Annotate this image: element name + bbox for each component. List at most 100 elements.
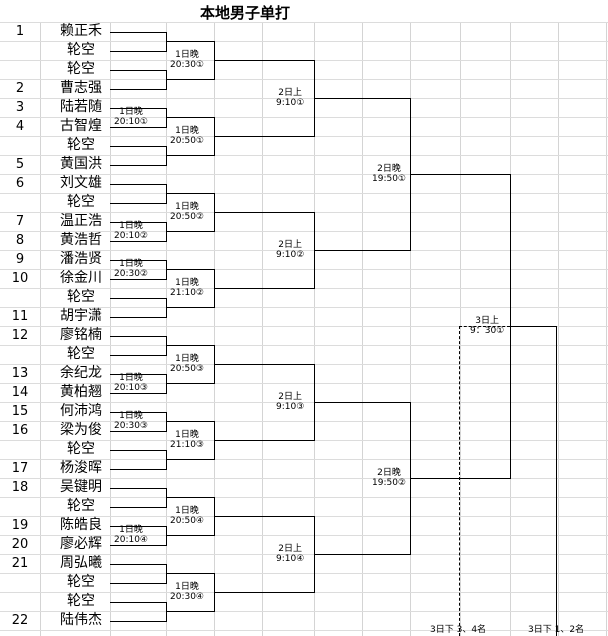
match-day-label: 1日晚 <box>175 506 199 516</box>
bracket-line <box>110 469 166 470</box>
bracket-line <box>214 60 314 61</box>
match-day-label: 2日晚 <box>377 468 401 478</box>
player-name: 轮空 <box>67 498 95 514</box>
bracket-line <box>110 564 166 565</box>
first-second-label: 3日下 1、2名 <box>528 625 585 635</box>
grid-column-line <box>362 22 363 636</box>
match-time-label: 19:50① <box>372 174 407 184</box>
grid-row-line <box>0 79 608 80</box>
player-name: 刘文雄 <box>60 175 102 191</box>
grid-row-line <box>0 459 608 460</box>
bracket-line <box>110 108 166 109</box>
match-time-label: 9：30① <box>470 326 505 336</box>
grid-row-line <box>0 554 608 555</box>
match-day-label: 1日晚 <box>119 259 143 269</box>
bracket-line <box>166 611 214 612</box>
match-day-label: 1日晚 <box>119 107 143 117</box>
bracket-line <box>510 326 556 327</box>
match-time-label: 20:10④ <box>114 535 149 545</box>
bracket-line <box>166 535 214 536</box>
grid-column-line <box>410 22 411 636</box>
player-name: 轮空 <box>67 289 95 305</box>
seed-number: 1 <box>15 24 25 39</box>
bracket-line <box>110 412 166 413</box>
match-time-label: 9:10④ <box>276 554 305 564</box>
match-day-label: 2日上 <box>278 544 302 554</box>
player-name: 廖铭楠 <box>60 327 102 343</box>
bracket-line <box>214 364 314 365</box>
player-name: 胡宇潇 <box>60 308 102 324</box>
grid-column-line <box>262 22 263 636</box>
match-time-label: 19:50② <box>372 478 407 488</box>
bracket-line <box>214 136 314 137</box>
grid-row-line <box>0 250 608 251</box>
match-day-label: 1日晚 <box>175 202 199 212</box>
match-day-label: 2日上 <box>278 392 302 402</box>
seed-number: 17 <box>11 461 29 476</box>
match-time-label: 20:50② <box>170 212 205 222</box>
match-time-label: 9:10② <box>276 250 305 260</box>
match-time-label: 21:10② <box>170 288 205 298</box>
bracket-line <box>166 222 167 242</box>
grid-row-line <box>0 383 608 384</box>
bracket-line <box>110 260 166 261</box>
grid-row-line <box>0 402 608 403</box>
player-name: 吴键明 <box>60 479 102 495</box>
grid-column-line <box>460 22 461 636</box>
bracket-line <box>110 279 166 280</box>
bracket-line <box>166 155 214 156</box>
grid-row-line <box>0 535 608 536</box>
bracket-line <box>110 70 166 71</box>
bracket-line <box>166 526 167 546</box>
player-name: 潘浩贤 <box>60 251 102 267</box>
bracket-line <box>110 32 166 33</box>
grid-row-line <box>0 117 608 118</box>
bracket-line <box>110 355 166 356</box>
player-name: 黄浩哲 <box>60 232 102 248</box>
match-day-label: 1日晚 <box>175 278 199 288</box>
match-time-label: 9:10① <box>276 98 305 108</box>
bracket-line <box>110 545 166 546</box>
seed-number: 21 <box>11 556 29 571</box>
seed-number: 3 <box>15 100 25 115</box>
bracket-line <box>110 165 166 166</box>
bracket-line <box>110 203 166 204</box>
match-day-label: 1日晚 <box>119 373 143 383</box>
match-time-label: 21:10③ <box>170 440 205 450</box>
bracket-line <box>166 383 214 384</box>
bracket-line <box>166 573 214 574</box>
bracket-line <box>314 402 410 403</box>
grid-row-line <box>0 174 608 175</box>
match-time-label: 20:10③ <box>114 383 149 393</box>
third-place-dashed-line <box>459 326 460 636</box>
match-day-label: 1日晚 <box>119 525 143 535</box>
grid-row-line <box>0 269 608 270</box>
bracket-line <box>166 459 214 460</box>
match-time-label: 20:50④ <box>170 516 205 526</box>
seed-number: 5 <box>15 157 25 172</box>
bracket-line <box>110 450 166 451</box>
grid-row-line <box>0 155 608 156</box>
grid-row-line <box>0 307 608 308</box>
bracket-line <box>166 117 214 118</box>
grid-column-line <box>214 22 215 636</box>
bracket-line <box>110 621 166 622</box>
grid-row-line <box>0 573 608 574</box>
player-name: 徐金川 <box>60 270 102 286</box>
bracket-line <box>110 583 166 584</box>
bracket-line <box>166 231 214 232</box>
match-day-label: 1日晚 <box>175 50 199 60</box>
page-title: 本地男子单打 <box>199 4 290 22</box>
match-day-label: 1日晚 <box>175 582 199 592</box>
bracket-line <box>166 108 167 128</box>
grid-column-line <box>558 22 559 636</box>
bracket-line <box>166 298 167 318</box>
bracket-line <box>214 212 314 213</box>
